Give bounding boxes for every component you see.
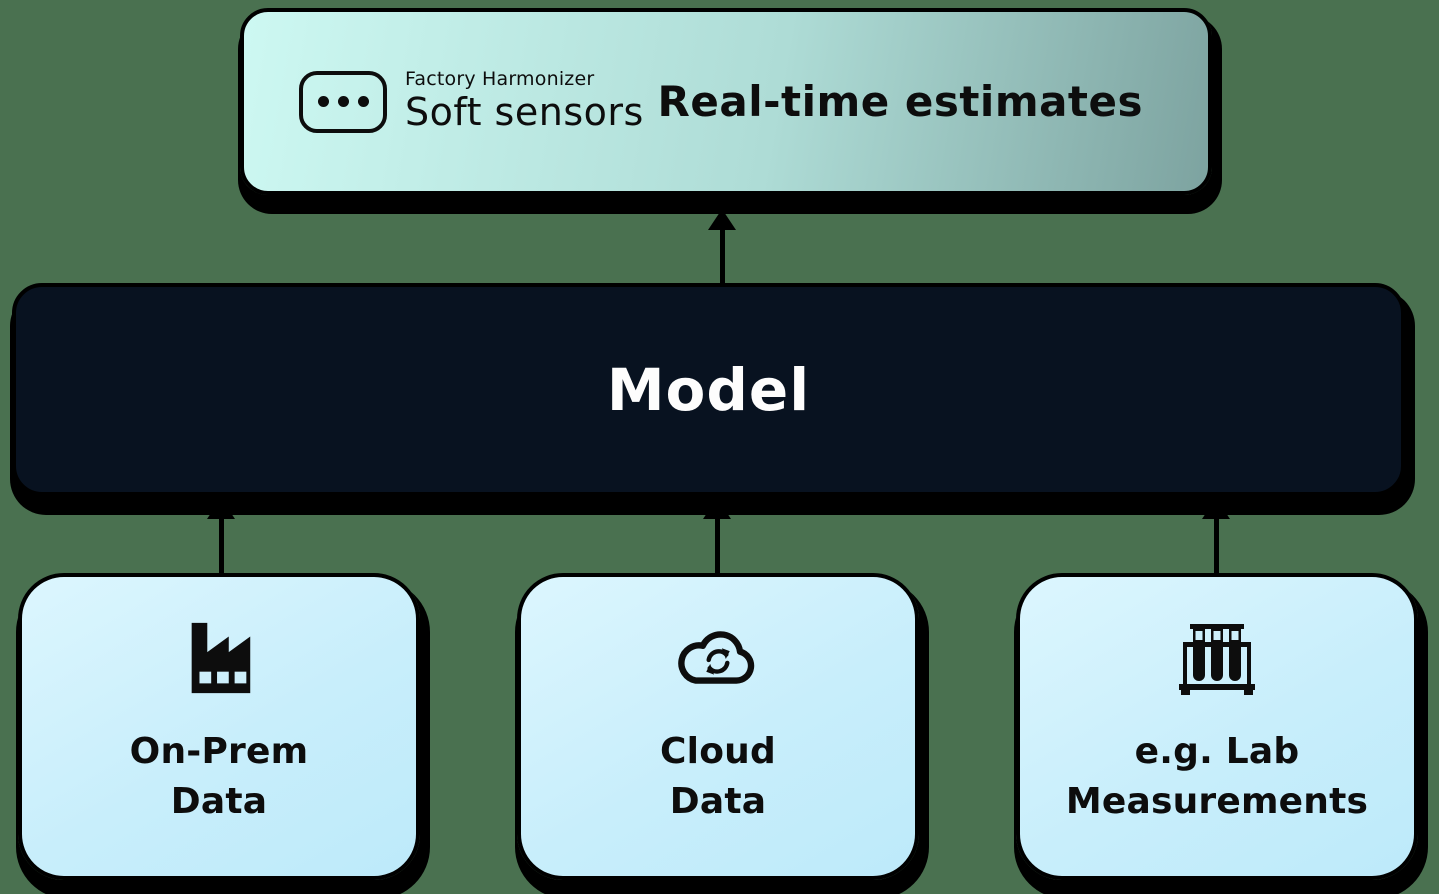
source-box-on-prem: On-Prem Data bbox=[18, 573, 420, 880]
test-tubes-icon bbox=[1175, 615, 1259, 701]
source-label: e.g. Lab Measurements bbox=[1065, 731, 1369, 822]
factory-icon bbox=[178, 615, 260, 701]
arrow-head-icon bbox=[703, 498, 731, 519]
model-box: Model bbox=[12, 283, 1405, 496]
source-label: Cloud Data bbox=[660, 731, 776, 822]
arrow-head-icon bbox=[207, 498, 235, 519]
arrow-head-icon bbox=[1202, 498, 1230, 519]
source-label: On-Prem Data bbox=[129, 731, 309, 822]
brand-name-large: Soft sensors bbox=[405, 90, 644, 135]
arrow-cloud-to-model bbox=[701, 498, 733, 574]
arrow-lab-to-model bbox=[1200, 498, 1232, 574]
banner-title: Real-time estimates bbox=[657, 77, 1143, 126]
model-label: Model bbox=[606, 355, 811, 424]
brand-name-small: Factory Harmonizer bbox=[405, 68, 595, 91]
arrow-head-icon bbox=[708, 209, 736, 230]
source-box-cloud: Cloud Data bbox=[517, 573, 919, 880]
source-box-lab: e.g. Lab Measurements bbox=[1016, 573, 1418, 880]
three-dots-rounded-square-icon bbox=[299, 70, 387, 133]
cloud-sync-icon bbox=[671, 615, 765, 701]
arrow-model-to-banner bbox=[706, 209, 738, 287]
arrow-onprem-to-model bbox=[205, 498, 237, 574]
soft-sensors-banner: Factory Harmonizer Soft sensors Real-tim… bbox=[240, 8, 1212, 195]
factory-harmonizer-logo: Factory Harmonizer Soft sensors bbox=[299, 69, 644, 134]
